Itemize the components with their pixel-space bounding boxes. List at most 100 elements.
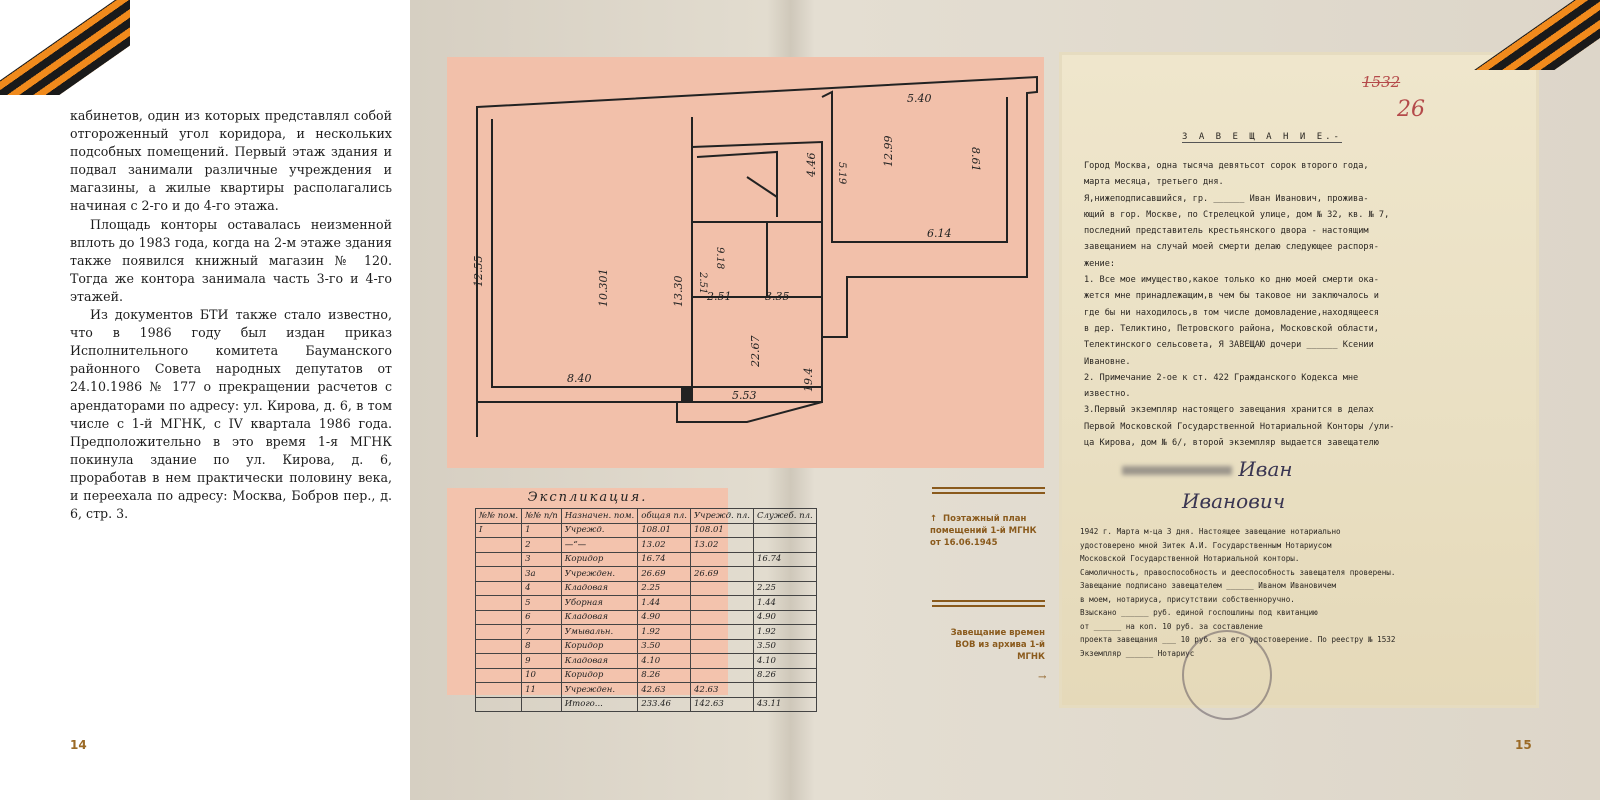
table-cell: 8.26 — [752, 667, 817, 683]
table-cell — [690, 638, 754, 654]
plan-label: 19.4 — [802, 368, 815, 393]
table-cell: Кладовая — [560, 580, 639, 596]
explication-title: Экспликация. — [527, 490, 648, 505]
table-cell: 4 — [521, 580, 562, 596]
caption-floor-plan: ↑ Поэтажный план помещений 1-й МГНК от 1… — [930, 513, 1045, 549]
typed-line: проекта завещания ___ 10 руб. за его удо… — [1080, 635, 1396, 644]
caption-will: Завещание времен ВОВ из архива 1-й МГНК — [930, 627, 1045, 663]
typed-line: где бы ни находилось,в том числе домовла… — [1084, 307, 1379, 318]
table-cell: Коридор — [560, 667, 639, 683]
plan-label: 12.55 — [472, 256, 485, 288]
typed-line: в моем, нотариуса, присутствии собственн… — [1080, 594, 1295, 604]
typed-line: ющий в гор. Москве, по Стрелецкой улице,… — [1084, 209, 1390, 220]
left-page: кабинетов, один из которых представлял с… — [0, 0, 410, 800]
table-cell: 3.50 — [637, 638, 692, 654]
plan-label: 3.35 — [765, 290, 790, 303]
table-cell: 4.10 — [637, 653, 692, 669]
will-text: Город Москва, одна тысяча девятьсот соро… — [1084, 158, 1524, 451]
table-cell: 1 — [521, 522, 562, 538]
table-cell — [474, 609, 523, 625]
table-cell: Учрежд. — [560, 522, 639, 538]
header-cell: №№ пом. — [474, 508, 523, 524]
caption-text: Поэтажный план помещений 1-й МГНК от 16.… — [930, 514, 1037, 548]
table-cell — [474, 624, 523, 640]
typed-line: жется мне принадлежащим,в чем бы таковое… — [1084, 291, 1379, 302]
typed-line: последний представитель крестьянского дв… — [1084, 226, 1369, 237]
typed-line: известно. — [1084, 389, 1131, 400]
table-cell: 2.25 — [752, 580, 817, 596]
table-cell: 142.63 — [690, 696, 754, 712]
table-cell — [474, 696, 523, 712]
typed-line: жение: — [1084, 258, 1116, 269]
plan-label: 6.14 — [927, 227, 952, 240]
table-cell: 8.26 — [637, 667, 692, 683]
typed-line: завещанием на случай моей смерти делаю с… — [1084, 242, 1379, 253]
table-cell: 16.74 — [637, 551, 692, 567]
table-cell: 4.10 — [752, 653, 817, 669]
archive-number: 1532 — [1362, 73, 1401, 91]
table-cell: Уборная — [560, 595, 639, 611]
notary-certification: 1942 г. Марта м-ца 3 дня. Настоящее заве… — [1080, 525, 1520, 660]
typed-line: Я,нижеподписавшийся, гр. ______ Иван Ива… — [1084, 193, 1369, 204]
plan-label: 2.51 — [697, 271, 708, 294]
header-cell: Служеб. пл. — [752, 508, 817, 524]
sheet-number: 26 — [1397, 97, 1425, 122]
header-cell: №№ п/п — [521, 508, 562, 524]
table-cell: 42.63 — [690, 682, 754, 698]
plan-label: 2.51 — [706, 290, 732, 303]
st-george-ribbon-left — [0, 0, 130, 95]
table-cell — [752, 682, 817, 698]
table-cell: 42.63 — [637, 682, 692, 698]
plan-label: 5.53 — [732, 389, 757, 402]
table-cell — [474, 537, 523, 553]
table-cell: 8 — [521, 638, 562, 654]
table-cell: —“— — [560, 537, 639, 553]
table-cell — [474, 551, 523, 567]
table-cell: 2.25 — [637, 580, 692, 596]
explication-table: №№ пом. №№ п/п Назначен. пом. общая пл. … — [474, 508, 817, 712]
table-cell: 4.90 — [752, 609, 817, 625]
table-cell — [474, 682, 523, 698]
table-cell: 26.69 — [637, 566, 692, 582]
table-cell: 233.46 — [637, 696, 692, 712]
header-cell: общая пл. — [637, 508, 692, 524]
table-cell — [752, 566, 817, 582]
caption-divider — [932, 487, 1045, 494]
signature-name: Иван — [1238, 457, 1293, 481]
table-cell — [752, 522, 817, 538]
table-cell: 108.01 — [690, 522, 754, 538]
table-cell — [752, 537, 817, 553]
typed-line: от ______ на коп. 10 руб. за составление — [1080, 621, 1263, 631]
typed-line: Экземпляр ______ Нотариус — [1080, 648, 1195, 658]
page-number-left: 14 — [70, 738, 87, 752]
table-cell — [690, 624, 754, 640]
header-cell: Учрежд. пл. — [690, 508, 754, 524]
table-cell — [521, 696, 562, 712]
typed-line: Завещание подписано завещателем ______ И… — [1080, 581, 1337, 590]
table-cell — [474, 667, 523, 683]
signature-line: Иванович — [1182, 489, 1286, 513]
typed-line: Московской Государственной Нотариальной … — [1080, 554, 1300, 563]
table-cell — [690, 609, 754, 625]
table-cell: 3 — [521, 551, 562, 567]
table-cell: 3.50 — [752, 638, 817, 654]
table-cell: 16.74 — [752, 551, 817, 567]
typed-line: 2. Примечание 2-ое к ст. 422 Гражданског… — [1084, 372, 1359, 383]
typed-line: Город Москва, одна тысяча девятьсот соро… — [1084, 161, 1369, 171]
header-cell: Назначен. пом. — [560, 508, 639, 524]
table-cell — [690, 595, 754, 611]
table-cell: Умывальн. — [560, 624, 639, 640]
plan-label: 12.99 — [882, 136, 895, 168]
plan-label: 4.46 — [805, 153, 818, 179]
table-cell: Учрежден. — [560, 566, 639, 582]
